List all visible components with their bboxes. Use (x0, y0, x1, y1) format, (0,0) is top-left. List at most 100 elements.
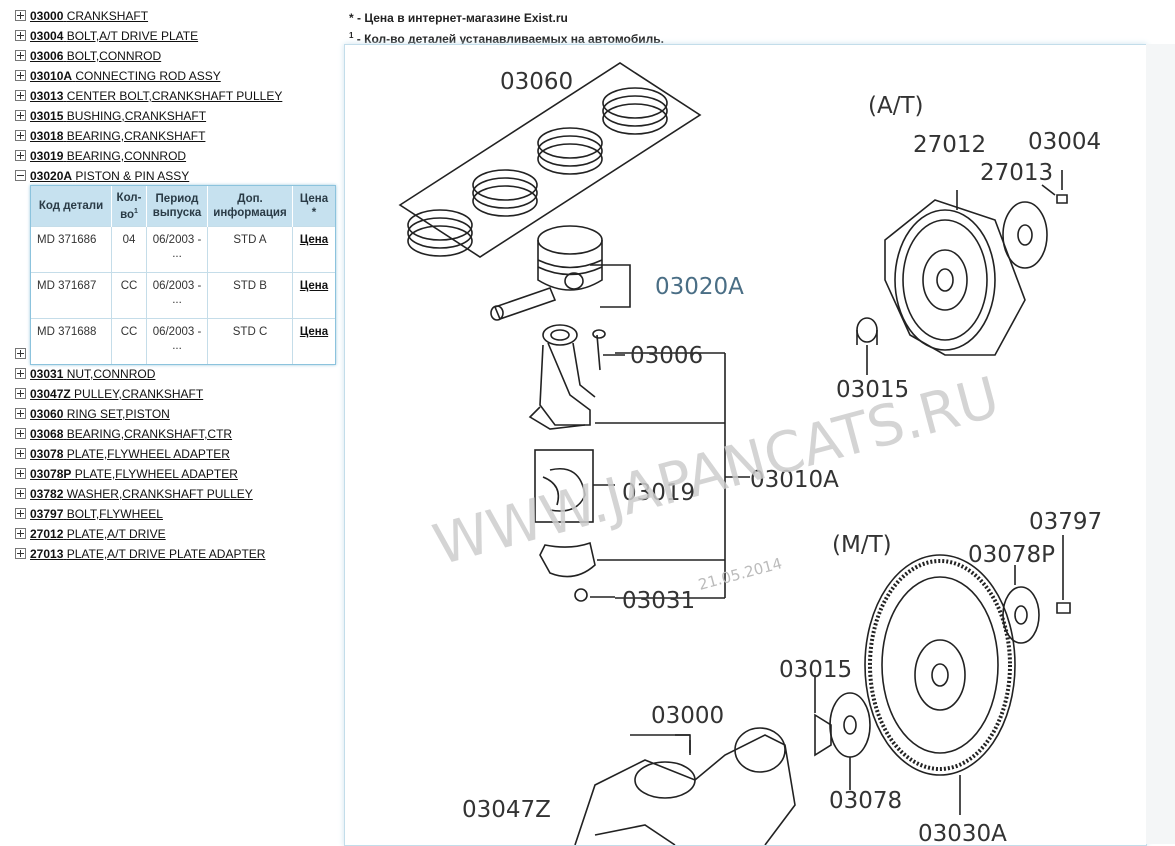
quantity: 04 (111, 226, 147, 273)
price-link[interactable]: Цена (299, 234, 329, 246)
label-03078P: 03078P (968, 542, 1055, 568)
tree-item-03006[interactable]: 03006 BOLT,CONNROD (15, 47, 161, 65)
at-drive-plate-drawing (856, 170, 1068, 375)
tree-item-link[interactable]: 03010A CONNECTING ROD ASSY (30, 69, 221, 83)
expand-icon[interactable] (15, 408, 26, 420)
label-at: (A/T) (868, 93, 923, 119)
expand-icon[interactable] (15, 428, 26, 440)
period: 06/2003 - ... (146, 226, 208, 273)
tree-item-03068[interactable]: 03068 BEARING,CRANKSHAFT,CTR (15, 425, 232, 443)
tree-item-link[interactable]: 03013 CENTER BOLT,CRANKSHAFT PULLEY (30, 89, 283, 103)
tree-item-link[interactable]: 27012 PLATE,A/T DRIVE (30, 527, 166, 541)
tree-item-03019[interactable]: 03019 BEARING,CONNROD (15, 147, 186, 165)
tree-item-03031[interactable]: 03031 NUT,CONNROD (15, 365, 155, 383)
label-03010A: 03010A (750, 467, 839, 493)
col-period: Период выпуска (146, 186, 208, 227)
expand-icon[interactable] (15, 508, 26, 520)
tree-item-03013[interactable]: 03013 CENTER BOLT,CRANKSHAFT PULLEY (15, 87, 282, 105)
tree-item-03078p[interactable]: 03078P PLATE,FLYWHEEL ADAPTER (15, 465, 238, 483)
expand-icon[interactable] (15, 50, 26, 62)
label-27013: 27013 (980, 160, 1053, 186)
expand-icon[interactable] (15, 488, 26, 500)
tree-item-03020a[interactable]: 03020A PISTON & PIN ASSY (15, 167, 189, 185)
parts-tree-panel: 03000 CRANKSHAFT 03004 BOLT,A/T DRIVE PLA… (0, 0, 340, 839)
expand-icon[interactable] (15, 130, 26, 142)
tree-item-link[interactable]: 03019 BEARING,CONNROD (30, 149, 187, 163)
tree-item-03797[interactable]: 03797 BOLT,FLYWHEEL (15, 505, 163, 523)
expand-icon[interactable] (15, 110, 26, 122)
expand-icon[interactable] (15, 30, 26, 42)
expand-icon[interactable] (15, 548, 26, 560)
tree-item-03078[interactable]: 03078 PLATE,FLYWHEEL ADAPTER (15, 445, 230, 463)
tree-item-27013[interactable]: 27013 PLATE,A/T DRIVE PLATE ADAPTER (15, 545, 265, 563)
label-mt: (M/T) (832, 532, 892, 558)
tree-item-03015[interactable]: 03015 BUSHING,CRANKSHAFT (15, 107, 206, 125)
tree-item-link[interactable]: 03000 CRANKSHAFT (30, 9, 149, 23)
tree-item-03004[interactable]: 03004 BOLT,A/T DRIVE PLATE (15, 27, 198, 45)
tree-item-link[interactable]: 03047Z PULLEY,CRANKSHAFT (30, 387, 204, 401)
price-link[interactable]: Цена (299, 326, 329, 338)
col-price: Цена* (292, 186, 335, 227)
tree-item-27012[interactable]: 27012 PLATE,A/T DRIVE (15, 525, 166, 543)
label-03020A: 03020A (655, 274, 744, 300)
expand-icon[interactable] (15, 70, 26, 82)
tree-item-link[interactable]: 03060 RING SET,PISTON (30, 407, 170, 421)
footnotes: * - Цена в интернет-магазине Exist.ru 1 … (349, 10, 664, 48)
tree-item-03010a[interactable]: 03010A CONNECTING ROD ASSY (15, 67, 221, 85)
part-number: MD 371687 (31, 272, 112, 319)
connecting-rod-drawing (528, 324, 725, 430)
parts-diagram: 03060 03020A 03006 03010A 03019 03031 03… (344, 44, 1147, 846)
piston-drawing (490, 225, 631, 321)
expand-icon[interactable] (15, 448, 26, 460)
tree-item-03000[interactable]: 03000 CRANKSHAFT (15, 7, 148, 25)
tree-item-link[interactable]: 03018 BEARING,CRANKSHAFT (30, 129, 206, 143)
label-03060: 03060 (500, 69, 573, 95)
tree-item-03060[interactable]: 03060 RING SET,PISTON (15, 405, 170, 423)
expand-icon[interactable] (15, 348, 26, 360)
quantity: CC (111, 318, 147, 364)
period: 06/2003 - ... (146, 272, 208, 319)
tree-item-link[interactable]: 03020A PISTON & PIN ASSY (30, 169, 190, 183)
bearing-drawing (534, 352, 750, 602)
tree-item-link[interactable]: 03782 WASHER,CRANKSHAFT PULLEY (30, 487, 253, 501)
piston-parts-table: Код детали Кол-во1 Период выпуска Доп. и… (30, 185, 336, 365)
tree-item-link[interactable]: 03004 BOLT,A/T DRIVE PLATE (30, 29, 199, 43)
period: 06/2003 - ... (146, 318, 208, 364)
tree-item-link[interactable]: 03078 PLATE,FLYWHEEL ADAPTER (30, 447, 230, 461)
expand-icon[interactable] (15, 468, 26, 480)
label-03047Z: 03047Z (462, 797, 551, 823)
qty-footnote: 1 - Кол-во деталей устанавливаемых на ав… (349, 31, 665, 46)
tree-item-link[interactable]: 03078P PLATE,FLYWHEEL ADAPTER (30, 467, 238, 481)
expand-icon[interactable] (15, 150, 26, 162)
label-03797: 03797 (1029, 509, 1102, 535)
label-03078: 03078 (829, 788, 902, 814)
label-03019: 03019 (622, 480, 695, 506)
col-info: Доп. информация (207, 186, 293, 227)
piston-rings (407, 87, 668, 257)
price-link[interactable]: Цена (299, 280, 329, 292)
tree-item-03018[interactable]: 03018 BEARING,CRANKSHAFT (15, 127, 205, 145)
tree-item-link[interactable]: 03068 BEARING,CRANKSHAFT,CTR (30, 427, 233, 441)
label-03000: 03000 (651, 703, 724, 729)
expand-icon[interactable] (15, 528, 26, 540)
tree-item-link[interactable]: 03031 NUT,CONNROD (30, 367, 156, 381)
label-27012: 27012 (913, 132, 986, 158)
tree-item-link[interactable]: 27013 PLATE,A/T DRIVE PLATE ADAPTER (30, 547, 266, 561)
table-header-row: Код детали Кол-во1 Период выпуска Доп. и… (31, 186, 335, 227)
col-qty: Кол-во1 (111, 186, 147, 227)
expand-icon[interactable] (15, 368, 26, 380)
tree-item-link[interactable]: 03797 BOLT,FLYWHEEL (30, 507, 163, 521)
part-number: MD 371688 (31, 318, 112, 364)
expand-icon[interactable] (15, 10, 26, 22)
tree-item-03782[interactable]: 03782 WASHER,CRANKSHAFT PULLEY (15, 485, 253, 503)
collapse-icon[interactable] (15, 170, 26, 182)
tree-item-link[interactable]: 03015 BUSHING,CRANKSHAFT (30, 109, 207, 123)
right-margin (1146, 44, 1175, 844)
expand-icon[interactable] (15, 388, 26, 400)
expand-icon[interactable] (15, 90, 26, 102)
tree-item-link[interactable]: 03006 BOLT,CONNROD (30, 49, 162, 63)
extra-info: STD A (207, 226, 293, 273)
tree-item-03047z[interactable]: 03047Z PULLEY,CRANKSHAFT (15, 385, 203, 403)
